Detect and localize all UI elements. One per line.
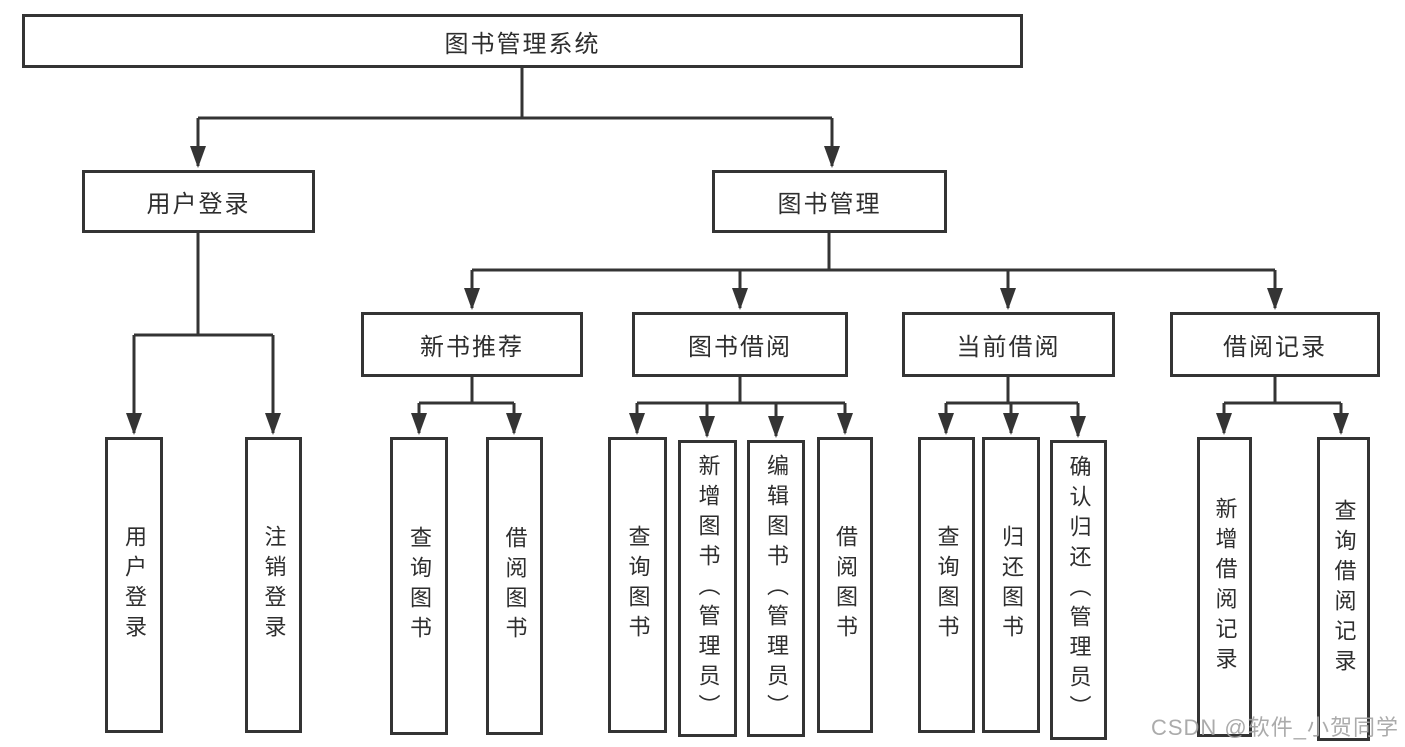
edge-current-borrow-to-leaves xyxy=(938,377,1086,438)
edge-user-login-to-leaves xyxy=(126,233,281,435)
leaf-edit-books-admin: 编辑图书（管理员） xyxy=(747,440,805,737)
node-book-borrowing: 图书借阅 xyxy=(632,312,848,377)
leaf-borrow-books: 借阅图书 xyxy=(486,437,543,735)
node-new-book-recommend: 新书推荐 xyxy=(361,312,583,377)
leaf-user-login: 用户登录 xyxy=(105,437,163,733)
edge-book-mgmt-to-level3 xyxy=(464,233,1283,310)
edge-new-book-to-leaves xyxy=(411,377,522,435)
leaf-borrow-books: 借阅图书 xyxy=(817,437,873,733)
leaf-query-borrow-record: 查询借阅记录 xyxy=(1317,437,1370,741)
node-user-login: 用户登录 xyxy=(82,170,315,233)
leaf-add-books-admin: 新增图书（管理员） xyxy=(678,440,737,737)
node-book-management: 图书管理 xyxy=(712,170,947,233)
edge-book-borrow-to-leaves xyxy=(629,377,853,438)
leaf-add-borrow-record: 新增借阅记录 xyxy=(1197,437,1252,737)
leaf-confirm-return-admin: 确认归还（管理员） xyxy=(1050,440,1107,740)
leaf-return-books: 归还图书 xyxy=(982,437,1040,733)
leaf-query-books: 查询图书 xyxy=(608,437,667,733)
leaf-query-books: 查询图书 xyxy=(390,437,448,735)
node-root-system: 图书管理系统 xyxy=(22,14,1023,68)
csdn-watermark: CSDN @软件_小贺同学 xyxy=(1150,715,1399,740)
edge-borrow-record-to-leaves xyxy=(1216,377,1349,435)
edge-root-to-level2 xyxy=(190,68,840,168)
leaf-query-books: 查询图书 xyxy=(918,437,975,733)
leaf-logout: 注销登录 xyxy=(245,437,302,733)
node-borrowing-records: 借阅记录 xyxy=(1170,312,1380,377)
node-current-borrowing: 当前借阅 xyxy=(902,312,1115,377)
